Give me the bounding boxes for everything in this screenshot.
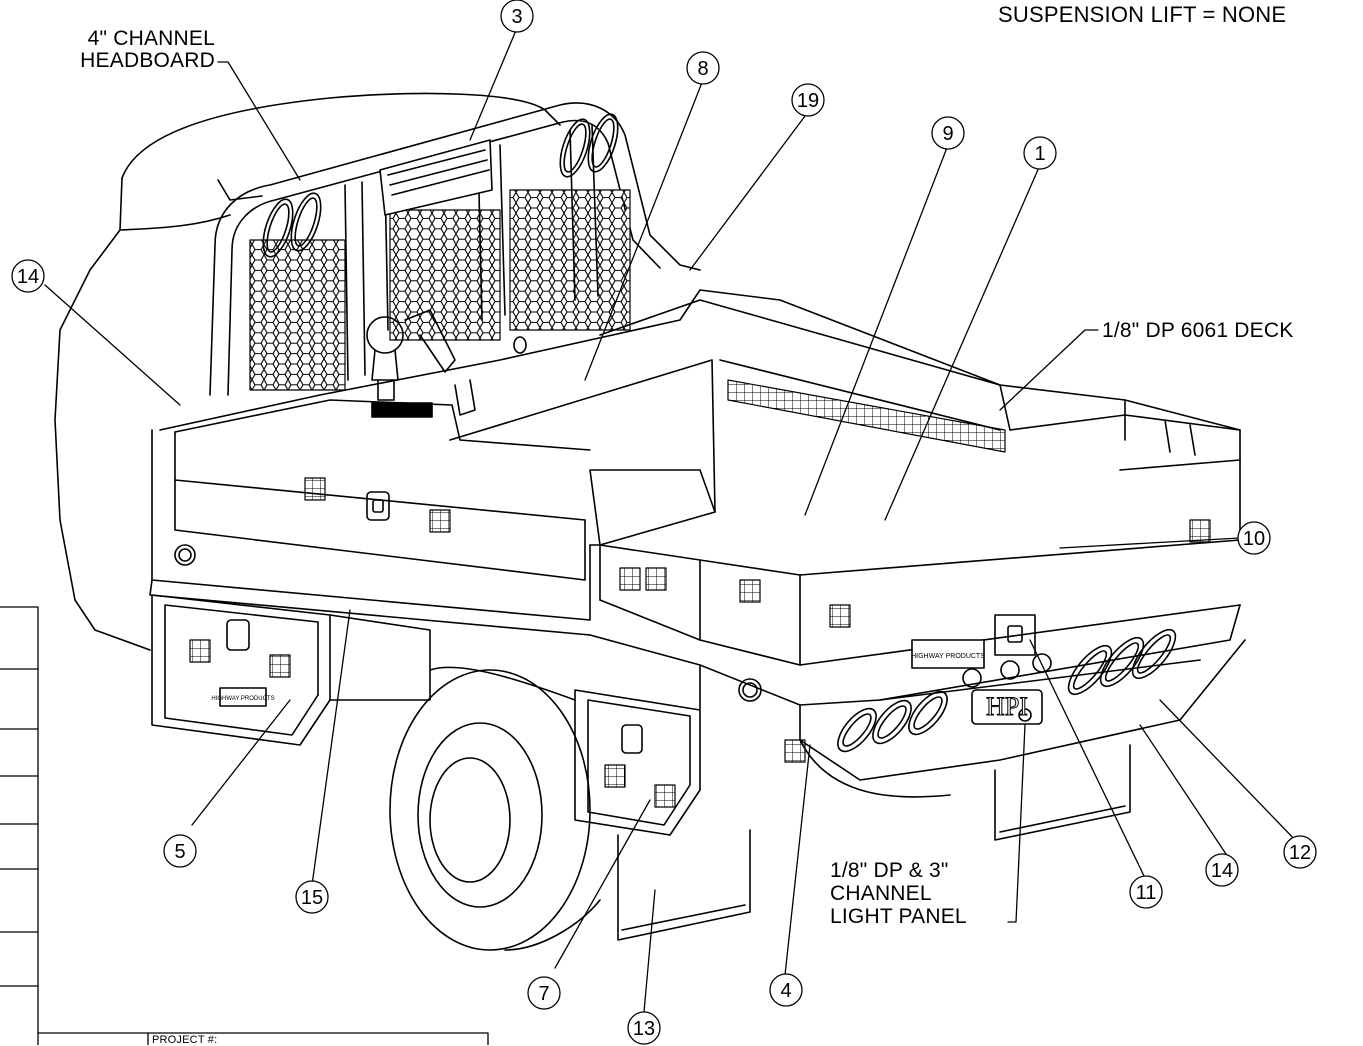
item-balloon-13: 13	[627, 1011, 661, 1045]
headboard-mesh-right	[509, 189, 631, 331]
item-balloon-number: 12	[1289, 842, 1311, 864]
item-balloon-number: 8	[697, 58, 708, 80]
item-balloon-number: 11	[1136, 882, 1157, 904]
item-balloon-12: 12	[1283, 835, 1317, 869]
item-balloon-number: 9	[942, 123, 953, 145]
item-balloon-5: 5	[163, 834, 197, 868]
headboard-mesh-left	[249, 239, 346, 391]
manufacturer-plate-text: HIGHWAY PRODUCTS	[211, 696, 274, 702]
tail-light-oval	[1099, 636, 1145, 688]
item-balloon-number: 1	[1034, 143, 1045, 165]
item-balloon-3: 3	[500, 0, 534, 33]
item-balloon-9: 9	[931, 116, 965, 150]
tail-light-oval	[837, 707, 877, 753]
item-balloon-number: 14	[17, 266, 39, 288]
leader-lines	[44, 27, 1301, 1013]
rear-tire	[389, 666, 951, 951]
headboard-oval-cutout	[290, 192, 322, 252]
manufacturer-plate-text: HIGHWAY PRODUCTS	[911, 653, 985, 660]
brand-plate	[971, 689, 1043, 725]
item-balloon-10: 10	[1237, 521, 1271, 555]
rear-light-panel: HPI HIGHWAY PRODUCTS	[837, 614, 1177, 753]
compartment-latch	[366, 491, 390, 521]
toolbox-right	[574, 689, 701, 836]
light-panel-callout: 1/8" DP & 3" CHANNEL LIGHT PANEL	[830, 859, 967, 928]
item-balloon-11: 11	[1129, 875, 1163, 909]
deck-top	[159, 289, 1241, 546]
headboard-callout: 4" CHANNEL HEADBOARD	[80, 27, 215, 72]
gooseneck-hitch	[366, 309, 527, 416]
headboard-oval-cutout	[559, 118, 591, 178]
tail-light-oval	[908, 690, 948, 736]
item-balloon-14: 14	[11, 259, 45, 293]
item-balloon-19: 19	[791, 83, 825, 117]
item-balloon-number: 13	[633, 1018, 655, 1040]
plug-box	[994, 614, 1036, 656]
headboard	[209, 102, 701, 396]
item-balloon-number: 7	[538, 983, 549, 1005]
manufacturer-plate	[911, 639, 985, 669]
suspension-note: SUSPENSION LIFT = NONE	[998, 2, 1287, 27]
tail-light-oval	[1067, 644, 1113, 696]
rear-frame	[589, 459, 1246, 781]
stake-grate-symbols	[189, 477, 1211, 808]
deck-callout: 1/8" DP 6061 DECK	[1102, 319, 1294, 342]
item-balloon-4: 4	[769, 973, 803, 1007]
compartment-latch	[226, 619, 250, 651]
revision-block	[0, 606, 489, 1045]
item-balloon-number: 15	[301, 887, 323, 909]
manufacturer-plate	[219, 687, 267, 707]
headboard-mesh-center	[389, 209, 501, 341]
project-number-label: PROJECT #:	[152, 1034, 218, 1046]
item-balloon-number: 3	[511, 6, 522, 28]
brand-plate-text: HPI	[986, 692, 1028, 721]
tail-light-oval	[872, 699, 912, 745]
item-balloon-1: 1	[1023, 136, 1057, 170]
rub-rail-stake-pockets	[727, 379, 1006, 453]
side-skirt-left	[149, 429, 591, 636]
headboard-oval-cutout	[262, 198, 294, 258]
item-balloon-number: 14	[1211, 860, 1233, 882]
mud-flap-left	[617, 829, 751, 941]
item-balloon-number: 10	[1243, 528, 1265, 550]
item-balloon-14: 14	[1205, 853, 1239, 887]
item-balloon-number: 5	[174, 841, 185, 863]
tail-light-oval	[1131, 628, 1177, 680]
item-balloon-8: 8	[686, 51, 720, 85]
item-balloon-15: 15	[295, 880, 329, 914]
mud-flap-right	[994, 744, 1131, 841]
toolbox-left: HIGHWAY PRODUCTS	[151, 594, 431, 746]
item-balloons: 3 8 19 9 1 14 10 5 15 7 13 4 11 14 12	[11, 0, 1317, 1045]
item-balloon-7: 7	[527, 976, 561, 1010]
headboard-oval-cutout	[587, 113, 619, 173]
compartment-latch	[621, 724, 643, 754]
item-balloon-number: 4	[780, 980, 791, 1002]
item-balloon-number: 19	[797, 90, 819, 112]
